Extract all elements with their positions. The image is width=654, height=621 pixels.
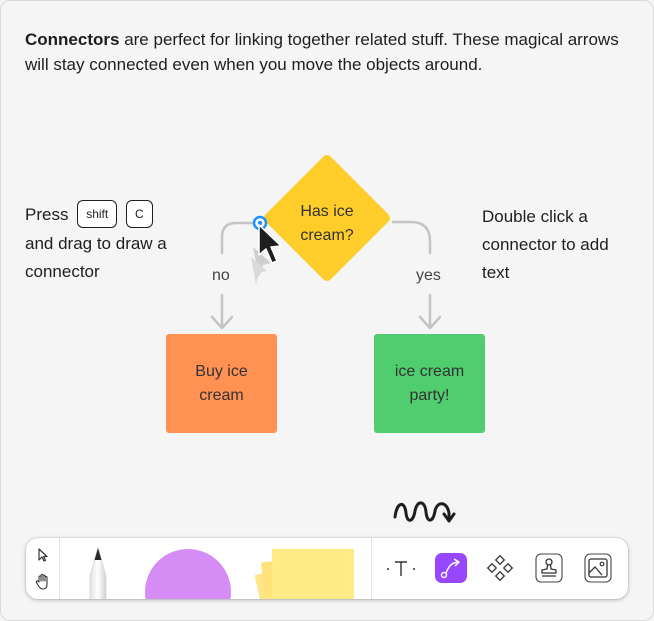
text-icon [387, 561, 415, 576]
component-tool[interactable] [484, 553, 516, 583]
connector-no-arrow [210, 293, 234, 330]
stamp-tool[interactable] [533, 553, 565, 583]
image-icon [584, 553, 612, 583]
text-tool[interactable] [385, 554, 417, 584]
shift-key: shift [77, 199, 118, 228]
image-tool[interactable] [582, 553, 614, 583]
connector-handle-dot [257, 220, 263, 226]
shape-tool[interactable] [144, 548, 232, 599]
ice-cream-party-text: ice cream party! [394, 362, 465, 404]
left-instruction: Press shift C and drag to draw a connect… [25, 199, 195, 286]
mouse-cursor-icon [258, 224, 282, 264]
hand-icon [35, 573, 48, 590]
connector-yes[interactable] [391, 220, 432, 255]
pointer-icon [38, 548, 48, 562]
c-key: C [125, 199, 153, 228]
label-yes[interactable]: yes [416, 267, 441, 284]
toolbar-divider [59, 538, 60, 599]
intro-body: are perfect for linking together related… [25, 30, 619, 74]
right-instruction: Double click a connector to add text [482, 207, 609, 282]
label-no[interactable]: no [212, 267, 230, 284]
connector-no[interactable] [220, 221, 261, 255]
press-label: Press [25, 205, 69, 224]
stamp-icon [535, 553, 563, 583]
connector-icon [440, 558, 460, 579]
connector-yes-arrow [418, 293, 442, 330]
squiggle-arrowhead [442, 512, 456, 523]
buy-ice-cream-text: Buy ice cream [195, 362, 248, 404]
buy-ice-cream-node[interactable]: Buy ice cream [166, 334, 277, 433]
bottom-toolbar [26, 538, 628, 599]
squiggle-arrow-icon [393, 501, 451, 522]
pencil-icon [89, 546, 107, 599]
sticky-note-icon [254, 549, 354, 599]
pencil-tool[interactable] [76, 546, 120, 599]
cursor-trail [251, 247, 271, 285]
ice-cream-party-node[interactable]: ice cream party! [374, 334, 485, 433]
toolbar-divider [371, 538, 372, 599]
drag-instruction: and drag to draw a connector [25, 233, 167, 281]
decision-label: Has ice cream? [300, 203, 354, 244]
intro-text: Connectors are perfect for linking toget… [25, 27, 625, 77]
decision-diamond[interactable] [262, 153, 392, 283]
sticky-tool[interactable] [252, 546, 356, 599]
move-tool[interactable] [34, 546, 52, 564]
circle-shape-icon [145, 549, 231, 599]
connector-tool[interactable] [435, 553, 467, 583]
component-icon [486, 554, 514, 582]
hand-tool[interactable] [34, 572, 52, 592]
intro-bold: Connectors [25, 30, 120, 49]
